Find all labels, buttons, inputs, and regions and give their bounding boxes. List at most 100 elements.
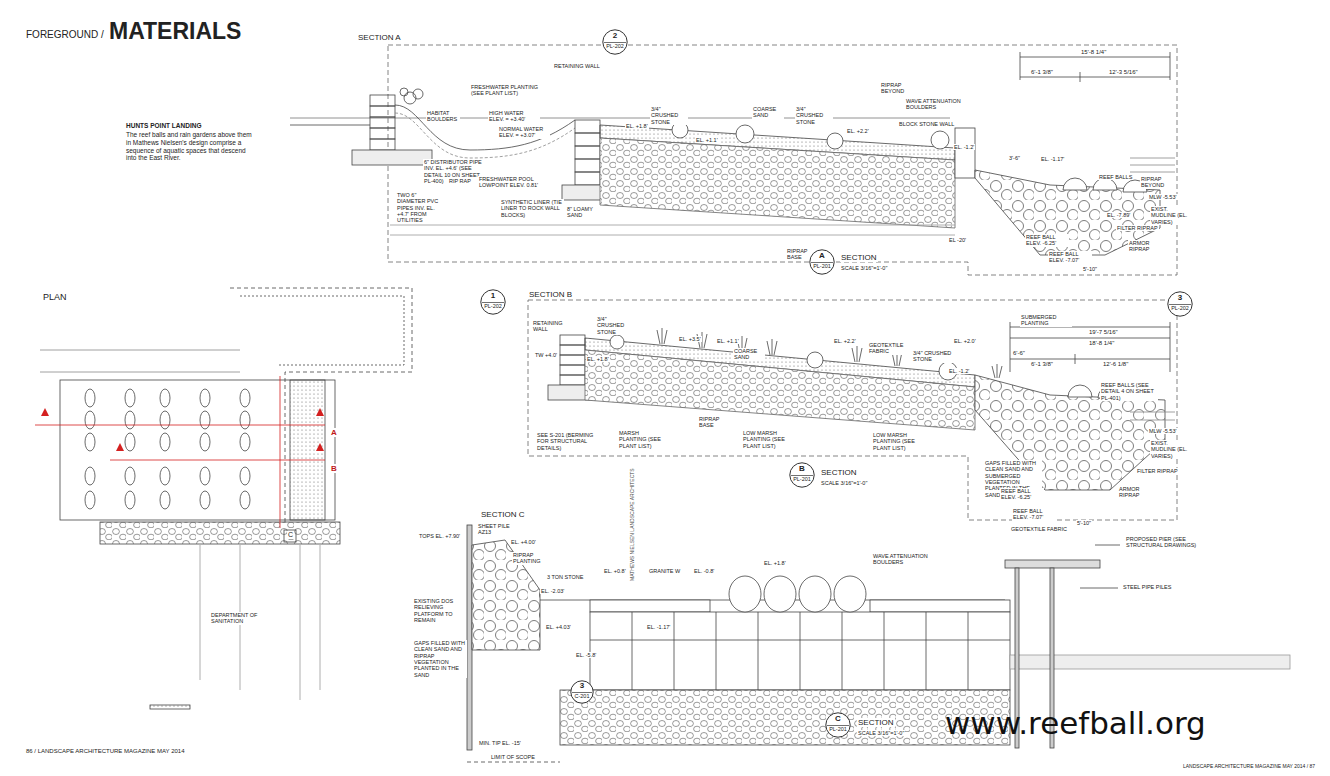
annotation: 18'-8 1/4"	[1088, 340, 1115, 347]
annotation: LOW MARSH PLANTING (SEE PLANT LIST)	[872, 432, 926, 451]
annotation: EL. +4.00'	[510, 539, 537, 545]
annotation: NORMAL WATER ELEV. = +3.07'	[498, 126, 550, 139]
annotation: LOW MARSH PLANTING (SEE PLANT LIST)	[742, 430, 796, 449]
annotation: EXIST. MUDLINE (EL. VARIES)	[1150, 440, 1192, 459]
annotation: SUBMERGED PLANTING	[1020, 314, 1072, 327]
annotation: 6'-6"	[1012, 350, 1026, 357]
annotation: A	[330, 428, 338, 437]
annotation: SECTION	[820, 468, 858, 477]
annotation: PLAN	[42, 292, 68, 302]
annotation: EL. -1.17'	[1040, 156, 1065, 162]
annotation: REEF BALLS (SEE DETAIL 4 ON SHEET PL-401…	[1100, 382, 1158, 401]
callout-circle: 3C-201	[570, 680, 594, 704]
annotation: LANDSCAPE ARCHITECTURE MAGAZINE MAY 2014…	[1182, 764, 1316, 770]
callout-number: 2	[602, 32, 628, 40]
sheet-reference: PL-202	[602, 44, 628, 50]
annotation: EL. +2.2'	[846, 128, 870, 134]
annotation: SECTION	[840, 253, 878, 262]
annotation: 3/4" CRUSHED STONE	[650, 106, 688, 125]
annotation: MATHEWS NIELSEN LANDSCAPE ARCHITECTS	[630, 467, 636, 582]
annotation: 12'-3 5/16"	[1108, 69, 1139, 76]
annotation: RIPRAP BEYOND	[1140, 176, 1176, 189]
annotation: HUNTS POINT LANDING	[125, 122, 202, 129]
annotation: GRANITE W	[648, 568, 681, 574]
callout-circle: 3PL-202	[1167, 291, 1193, 317]
annotation: SECTION	[857, 718, 895, 727]
annotation: MLW -5.53'	[1148, 194, 1178, 200]
annotation: EL. +1.8'	[763, 560, 787, 566]
annotation: EL. -1.2'	[948, 368, 970, 374]
annotation: EL. +1.1'	[695, 137, 719, 143]
annotation: SYNTHETIC LINER (TIE LINER TO ROCK WALL …	[500, 199, 564, 218]
annotation: TW +4.0'	[534, 352, 558, 358]
annotation: 5'-10"	[1082, 266, 1098, 272]
annotation: BLOCK STONE WALL	[898, 121, 955, 127]
annotation: 3'-6"	[1008, 155, 1021, 161]
annotation: GEOTEXTILE FABRIC	[1010, 526, 1068, 532]
annotation: EL. -1.2'	[953, 144, 975, 150]
annotation: 3 TON STONE	[546, 574, 584, 580]
annotation: 3/4" CRUSHED STONE	[795, 106, 833, 125]
sheet-reference: PL-201	[809, 264, 835, 270]
annotation: TWO 6" DIAMETER PVC PIPES INV. EL. +4.7'…	[396, 192, 443, 224]
annotation: EL. +1.8'	[586, 356, 610, 362]
annotation: EXISTING DOS RELIEVING PLATFORM TO REMAI…	[413, 598, 465, 623]
annotation: RIPRAP PLANTING	[512, 552, 550, 565]
annotation: 5'-10"	[1076, 520, 1092, 526]
annotation: SCALE 3/16"=1'-0"	[857, 730, 905, 736]
annotation: EL. +2.0'	[953, 338, 977, 344]
annotation: DEPARTMENT OF SANITATION	[210, 612, 260, 625]
section-heading: FOREGROUND /	[25, 29, 105, 41]
annotation: SECTION B	[528, 290, 573, 299]
annotation: EL. -7.89'	[1106, 212, 1131, 218]
annotation: FILTER RIPRAP	[1116, 225, 1159, 231]
callout-circle: CPL-201	[825, 712, 851, 738]
annotation: EL. -0.8'	[693, 568, 715, 574]
callout-circle: 2PL-202	[602, 29, 628, 55]
callout-number: 3	[1167, 294, 1193, 302]
callout-circle: 1PL-202	[480, 289, 506, 315]
annotation: SCALE 3/16"=1'-0"	[820, 480, 868, 486]
annotation: 3/4" CRUSHED STONE	[596, 316, 634, 335]
annotation: 8" LOAMY SAND	[566, 206, 600, 219]
annotation: COARSE SAND	[752, 106, 784, 119]
annotation: 86 / LANDSCAPE ARCHITECTURE MAGAZINE MAY…	[25, 748, 186, 755]
annotation: 6'-1 3/8"	[1030, 361, 1054, 368]
sheet-reference: PL-202	[480, 304, 506, 310]
annotation: EL. +0.8'	[603, 568, 627, 574]
annotation: EL. +3.5'	[678, 336, 702, 342]
page-title: MATERIALS	[108, 20, 242, 43]
annotation: EL. -5.8'	[575, 652, 597, 658]
annotation: B	[330, 464, 338, 473]
annotation: C	[287, 531, 294, 539]
annotation: TOPS EL. +7.90'	[418, 533, 461, 539]
annotation: REEF BALLS	[1098, 174, 1133, 180]
annotation: REEF BALL ELEV. -6.25'	[1025, 234, 1069, 247]
callout-number: 3	[570, 682, 594, 690]
annotation: MIN. TIP EL. -15'	[478, 740, 522, 746]
sheet-reference: C-201	[570, 694, 594, 700]
annotation: SEE S-201 (BERMING FOR STRUCTURAL DETAIL…	[536, 432, 596, 451]
annotation: EL. +2.2'	[833, 338, 857, 344]
annotation: RIPRAP BASE	[698, 416, 732, 429]
annotation: MARSH PLANTING (SEE PLANT LIST)	[618, 430, 668, 449]
caption: The reef balls and rain gardens above th…	[125, 131, 255, 162]
annotation: SECTION C	[480, 510, 526, 519]
sheet-reference: PL-201	[789, 477, 815, 483]
watermark: www.reefball.org	[944, 708, 1207, 739]
annotation: WAVE ATTENUATION BOULDERS	[905, 98, 967, 111]
annotation: SCALE 3/16"=1'-0"	[840, 265, 888, 271]
annotation: STEEL PIPE PILES	[1122, 584, 1172, 590]
annotation: HIGH WATER ELEV. = +3.40'	[488, 110, 540, 123]
annotation: EL. +1.8'	[625, 123, 649, 129]
callout-number: C	[825, 715, 851, 723]
callout-number: B	[789, 465, 815, 473]
annotation: RIPRAP BEYOND	[880, 82, 918, 95]
annotation: EXIST. MUDLINE (EL. VARIES)	[1150, 206, 1192, 225]
callout-circle: B PL-201	[789, 462, 815, 488]
annotation: 6'-1 3/8"	[1030, 69, 1054, 76]
annotation: 3/4" CRUSHED STONE	[912, 350, 954, 363]
annotation: RETAINING WALL	[553, 63, 601, 69]
annotation: GAPS FILLED WITH CLEAN SAND AND RIPRAP V…	[413, 640, 467, 678]
